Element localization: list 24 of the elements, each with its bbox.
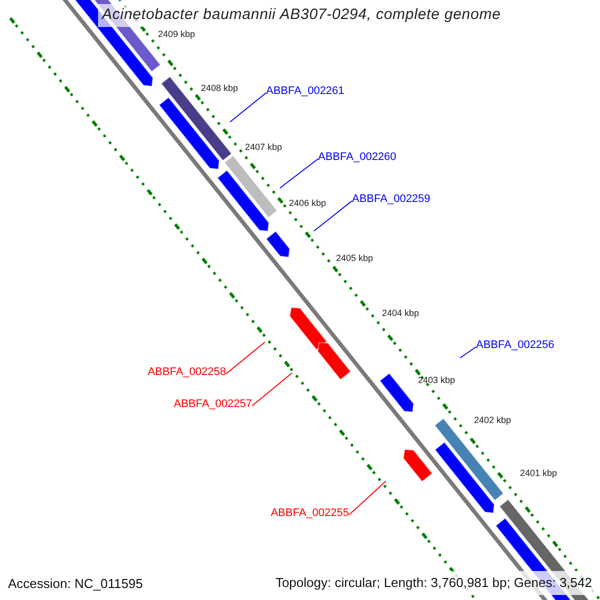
tick-label: 2407 kbp (245, 141, 282, 154)
leader-line (252, 372, 292, 406)
gene-label: ABBFA_002261 (266, 83, 344, 100)
leader-line (348, 480, 386, 516)
tick-label: 2405 kbp (336, 252, 374, 265)
leader-line (280, 158, 318, 188)
leader-line (226, 342, 266, 374)
tick-label: 2406 kbp (289, 197, 326, 210)
leader-line (230, 92, 266, 122)
tick-label: 2402 kbp (474, 414, 512, 427)
gene-label: ABBFA_002258 (148, 364, 226, 380)
tick-label: 2404 kbp (382, 307, 420, 320)
tick-label: 2403 kbp (418, 374, 456, 387)
gene-label: ABBFA_002260 (318, 149, 396, 166)
leader-line (314, 200, 352, 232)
tick-label: 2409 kbp (158, 28, 196, 41)
gene-label: ABBFA_002256 (476, 337, 554, 354)
gene-label: ABBFA_002257 (174, 396, 252, 412)
gene-label: ABBFA_002259 (352, 191, 430, 208)
tick-label: 2401 kbp (520, 467, 558, 480)
tick-label: 2408 kbp (201, 82, 238, 95)
gene-label: ABBFA_002255 (270, 505, 349, 522)
accession-text: Accession: NC_011595 (8, 575, 143, 593)
leader-line (460, 346, 476, 358)
